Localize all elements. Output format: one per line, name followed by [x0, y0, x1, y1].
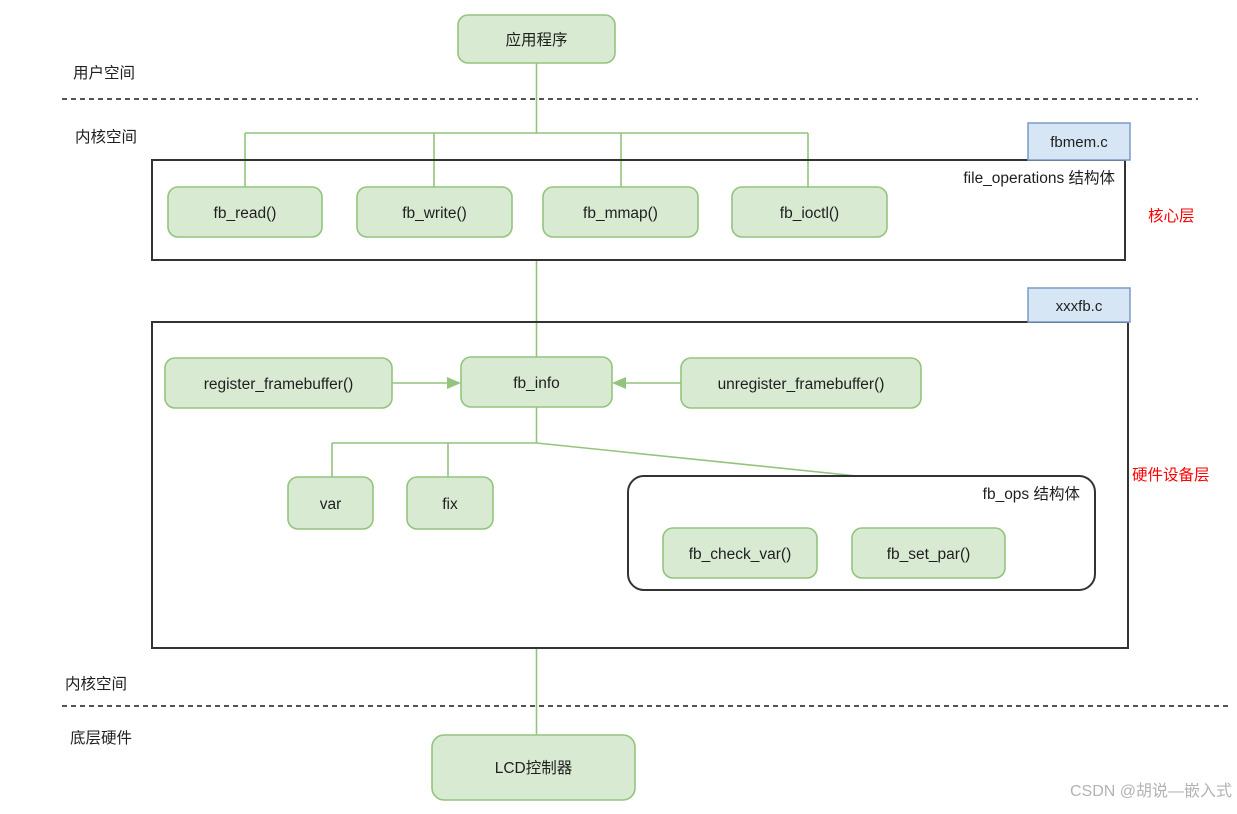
node-fix-label: fix [442, 496, 458, 513]
xxxfb-file-label: xxxfb.c [1056, 298, 1103, 315]
node-lcd-controller [431, 734, 636, 801]
node-lcd-controller-label: LCD控制器 [495, 759, 573, 777]
fb-ops-struct-label: fb_ops 结构体 [983, 485, 1081, 503]
node-fb-write [356, 186, 513, 238]
node-fb-ioctl [731, 186, 888, 238]
node-unregister-framebuffer-label: unregister_framebuffer() [718, 376, 885, 393]
node-fb-read-label: fb_read() [214, 205, 277, 222]
node-var [287, 476, 374, 530]
node-var-label: var [320, 496, 342, 513]
node-register-framebuffer [164, 357, 393, 409]
file-operations-container-box [151, 159, 1126, 261]
node-fb-info [460, 356, 613, 408]
node-fb-info-label: fb_info [513, 375, 560, 392]
node-fb-set-par [851, 527, 1006, 579]
arrowhead-register [447, 377, 461, 389]
xxxfb-file-tab [1027, 287, 1131, 323]
node-unregister-framebuffer [680, 357, 922, 409]
edge-fb-info-to-fb-ops [536, 442, 858, 477]
arrowhead-unregister [612, 377, 626, 389]
node-fb-check-var [662, 527, 818, 579]
hardware-driver-container-box [151, 321, 1129, 649]
node-fb-mmap [542, 186, 699, 238]
hardware-zone-label: 底层硬件 [70, 729, 132, 747]
user-space-label: 用户空间 [73, 64, 135, 82]
node-fb-check-var-label: fb_check_var() [689, 546, 792, 563]
fbmem-file-tab [1027, 122, 1131, 161]
node-fb-read [167, 186, 323, 238]
node-application [457, 14, 616, 64]
csdn-watermark: CSDN @胡说—嵌入式 [1070, 782, 1232, 800]
node-fb-set-par-label: fb_set_par() [887, 546, 971, 563]
node-application-label: 应用程序 [505, 30, 567, 49]
hw-device-layer-label: 硬件设备层 [1132, 466, 1210, 484]
core-layer-label: 核心层 [1148, 207, 1195, 225]
node-fb-ioctl-label: fb_ioctl() [780, 205, 839, 222]
fbmem-file-label: fbmem.c [1050, 134, 1108, 151]
node-fix [406, 476, 494, 530]
fb-ops-container-box [627, 475, 1096, 591]
kernel-space-top-label: 内核空间 [75, 128, 137, 146]
node-fb-write-label: fb_write() [402, 205, 467, 222]
node-register-framebuffer-label: register_framebuffer() [204, 376, 354, 393]
kernel-space-bottom-label: 内核空间 [65, 675, 127, 693]
file-operations-struct-label: file_operations 结构体 [963, 169, 1115, 187]
node-fb-mmap-label: fb_mmap() [583, 205, 658, 222]
